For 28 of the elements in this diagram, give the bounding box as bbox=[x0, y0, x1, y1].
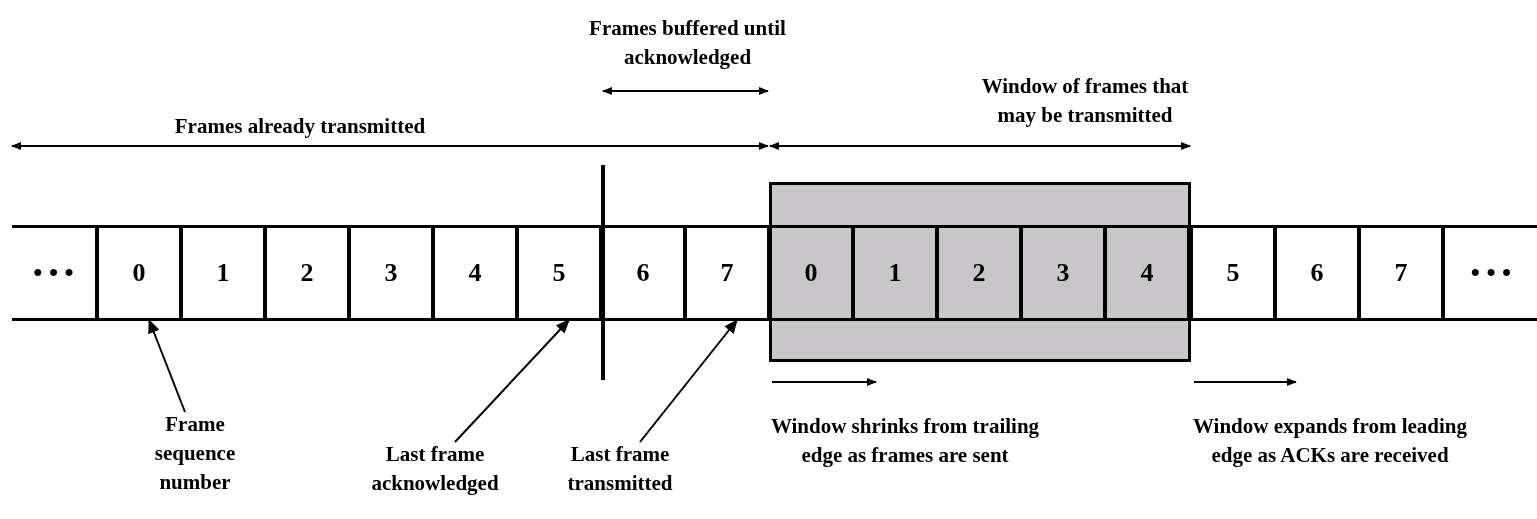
frame-cell: 2 bbox=[265, 225, 349, 321]
frame-cell: 3 bbox=[1021, 225, 1105, 321]
frame-cell: 1 bbox=[181, 225, 265, 321]
annotation-text: Frame sequence number bbox=[130, 410, 260, 500]
annotation-text: Window of frames that may be transmitted bbox=[980, 73, 1190, 129]
frame-cell: 1 bbox=[853, 225, 937, 321]
annotation-text: Window shrinks from trailing edge as frames are sent bbox=[770, 413, 1040, 469]
annotation-text: Last frame acknowledged bbox=[340, 440, 530, 500]
frame-cell: 7 bbox=[1359, 225, 1443, 321]
annotation-text: Last frame transmitted bbox=[550, 440, 690, 500]
frame-cell: • • • bbox=[1443, 225, 1537, 321]
annotation-text: Frames already transmitted bbox=[173, 113, 427, 140]
leader-line bbox=[148, 319, 186, 413]
window-box bbox=[769, 182, 1191, 362]
frame-cell: 6 bbox=[1275, 225, 1359, 321]
frame-cell: 0 bbox=[97, 225, 181, 321]
annotation-text: Frames buffered until acknowledged bbox=[588, 15, 787, 71]
frame-cell: 4 bbox=[433, 225, 517, 321]
leader-line bbox=[454, 319, 571, 443]
frame-cell: 2 bbox=[937, 225, 1021, 321]
annotation-text: Window expands from leading edge as ACKs are received bbox=[1191, 413, 1468, 469]
frame-cell: 5 bbox=[1191, 225, 1275, 321]
frame-cell: 3 bbox=[349, 225, 433, 321]
frame-cell: 0 bbox=[769, 225, 853, 321]
frame-cell: 4 bbox=[1105, 225, 1189, 321]
frame-cell: 5 bbox=[517, 225, 601, 321]
frame-cell: • • • bbox=[12, 225, 97, 321]
leader-line bbox=[639, 319, 739, 443]
